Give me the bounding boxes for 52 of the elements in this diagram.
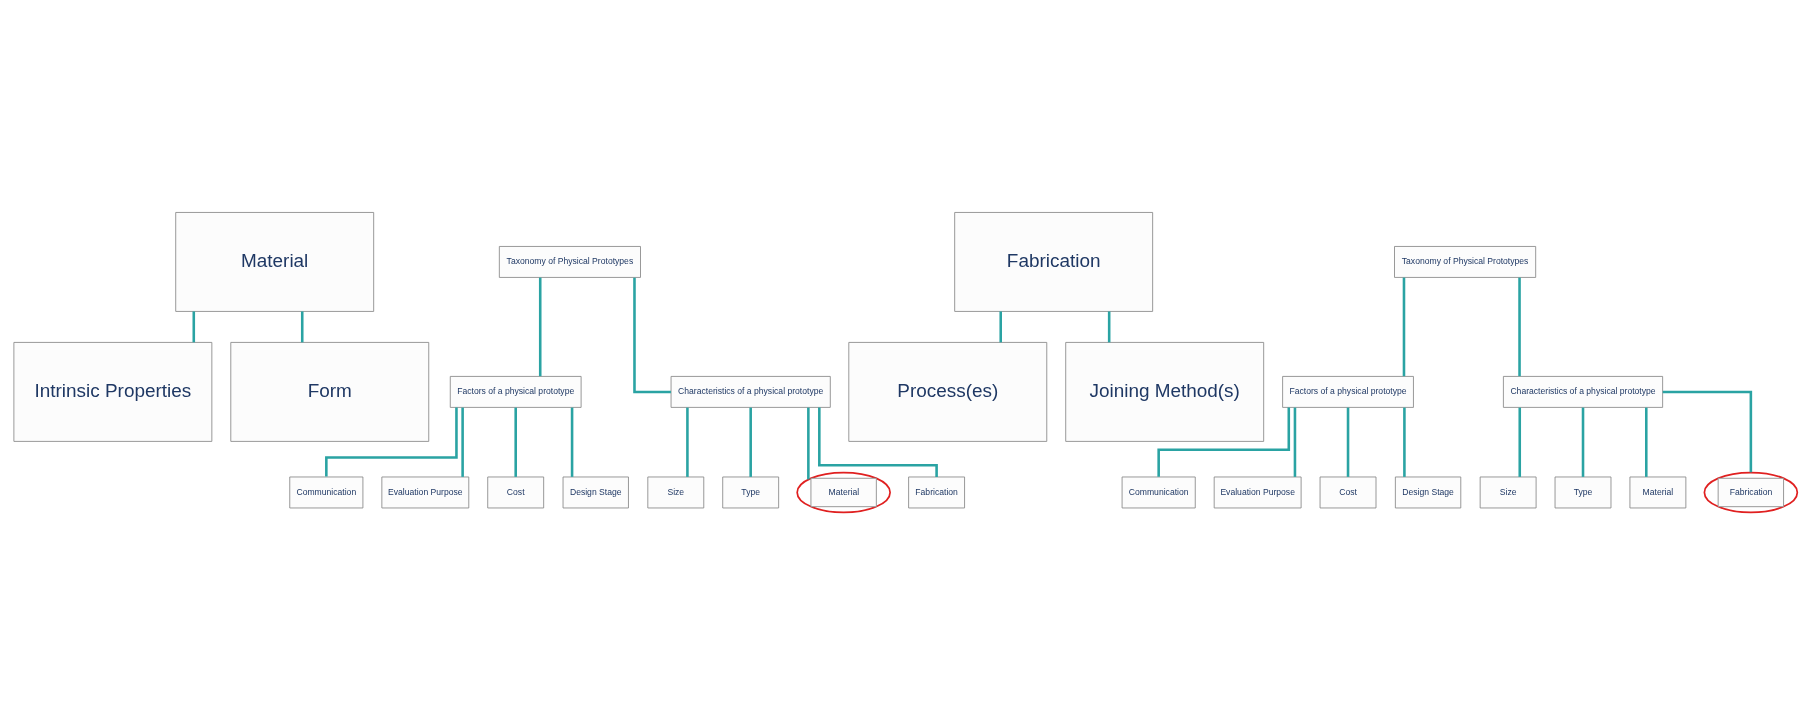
connector <box>686 407 689 477</box>
node-box: Characteristics of a physical prototype <box>1502 375 1664 408</box>
connector <box>514 407 517 477</box>
connector <box>1157 406 1291 477</box>
connector <box>1581 407 1585 477</box>
connector <box>818 406 938 477</box>
node-box: Factors of a physical prototype <box>1282 375 1414 408</box>
node-box: Design Stage <box>1394 476 1462 508</box>
node-ellipse: Material <box>796 471 891 513</box>
node-box: Cost <box>487 476 545 508</box>
node-box: Material <box>1629 476 1687 508</box>
node-ellipse: Fabrication <box>1703 471 1799 513</box>
connector <box>300 310 304 342</box>
connector <box>325 406 458 477</box>
node-box: Fabrication <box>954 211 1154 312</box>
connector <box>1645 407 1648 477</box>
connector <box>570 407 574 477</box>
node-box: Taxonomy of Physical Prototypes <box>498 245 641 278</box>
node-box: Evaluation Purpose <box>381 476 470 508</box>
node-box: Type <box>1554 476 1612 508</box>
node-box: Process(es) <box>848 341 1048 442</box>
node-box: Communication <box>289 476 364 508</box>
connector <box>461 407 464 477</box>
node-box: Taxonomy of Physical Prototypes <box>1394 245 1537 278</box>
node-box: Size <box>647 476 705 508</box>
connector <box>1346 407 1350 477</box>
connector <box>1518 407 1522 477</box>
node-box: Factors of a physical prototype <box>449 375 582 408</box>
connector <box>1402 277 1406 376</box>
node-box: Cost <box>1319 476 1377 508</box>
node-box: Characteristics of a physical prototype <box>670 375 831 408</box>
connector <box>1403 407 1406 477</box>
node-box: Size <box>1479 476 1537 508</box>
connector <box>999 310 1002 342</box>
node-box: Material <box>175 211 375 312</box>
node-box: Evaluation Purpose <box>1213 476 1302 508</box>
node-box: Communication <box>1121 476 1196 508</box>
connector <box>538 277 542 376</box>
connector <box>749 407 752 477</box>
node-box: Type <box>722 476 780 508</box>
connector <box>633 277 671 393</box>
connector <box>1662 390 1753 472</box>
node-box: Design Stage <box>562 476 629 508</box>
connector <box>1107 310 1111 342</box>
node-box: Form <box>230 341 430 442</box>
connector <box>807 407 810 479</box>
connector <box>192 310 196 342</box>
connector <box>1293 407 1297 477</box>
node-box: Joining Method(s) <box>1065 341 1265 442</box>
node-box: Intrinsic Properties <box>13 341 213 442</box>
node-box: Fabrication <box>908 476 965 508</box>
connector <box>1518 277 1521 376</box>
